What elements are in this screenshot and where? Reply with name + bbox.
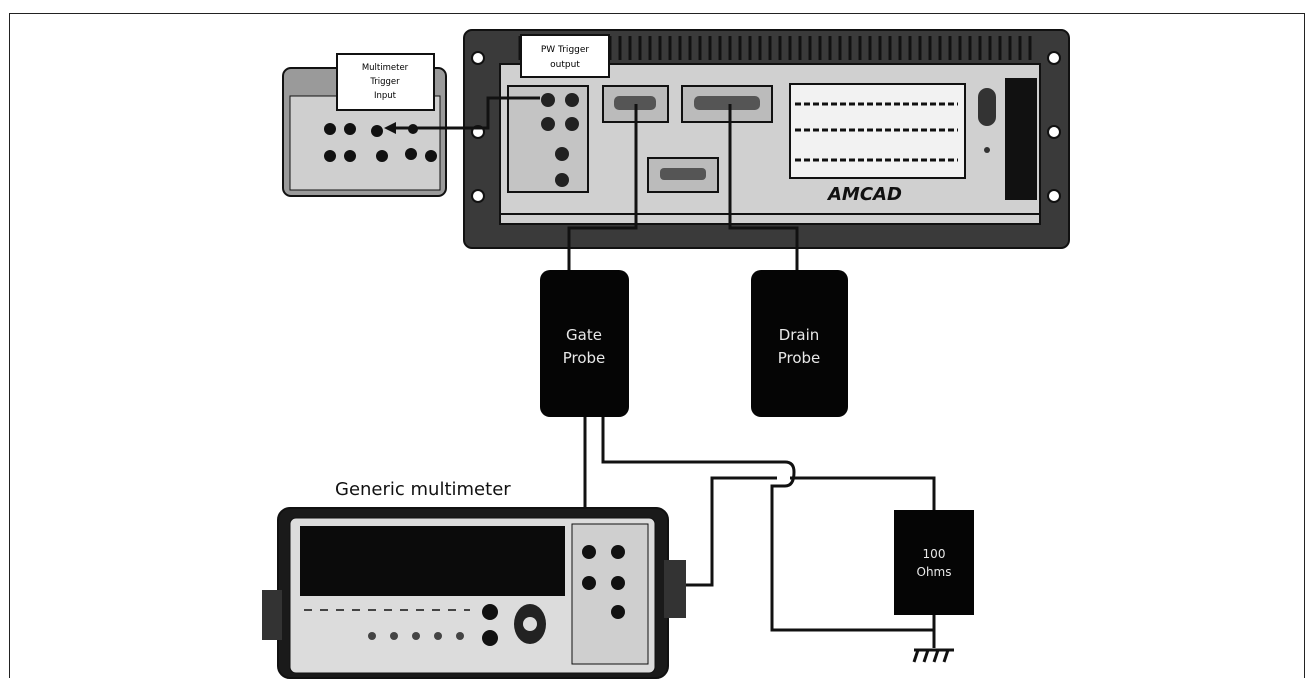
selector-knob xyxy=(978,88,996,126)
pw-trigger-callout: PW Trigger output xyxy=(521,35,609,77)
resistor-label-line1: 100 xyxy=(923,547,946,561)
generic-multimeter xyxy=(262,508,686,678)
drain-probe-label-line1: Drain xyxy=(779,326,820,344)
mount-hole xyxy=(472,52,484,64)
mm-trigger-line3: Input xyxy=(374,91,397,101)
multimeter-title: Generic multimeter xyxy=(335,479,511,500)
ground-icon xyxy=(914,650,954,662)
mount-hole xyxy=(1048,126,1060,138)
mount-hole xyxy=(1048,190,1060,202)
side-display xyxy=(1005,78,1037,200)
mount-hole xyxy=(1048,52,1060,64)
mm-trigger-line2: Trigger xyxy=(369,77,400,87)
meter-screen xyxy=(300,526,565,596)
resistor-label-line2: Ohms xyxy=(917,565,952,579)
mm-trigger-line1: Multimeter xyxy=(362,63,409,73)
gate-probe-label-line1: Gate xyxy=(566,326,602,344)
pw-trigger-line1: PW Trigger xyxy=(541,45,590,55)
input-jack-panel xyxy=(572,524,648,664)
resistor-100-ohms: 100 Ohms xyxy=(894,510,974,615)
gate-probe: Gate Probe xyxy=(540,270,629,417)
drain-probe-label-line2: Probe xyxy=(778,349,821,367)
brand-logo: AMCAD xyxy=(826,184,902,205)
multimeter-trigger-callout: Multimeter Trigger Input xyxy=(337,54,434,110)
pw-trigger-line2: output xyxy=(550,60,580,70)
mount-hole xyxy=(472,190,484,202)
drain-probe: Drain Probe xyxy=(751,270,848,417)
gate-probe-label-line2: Probe xyxy=(563,349,606,367)
